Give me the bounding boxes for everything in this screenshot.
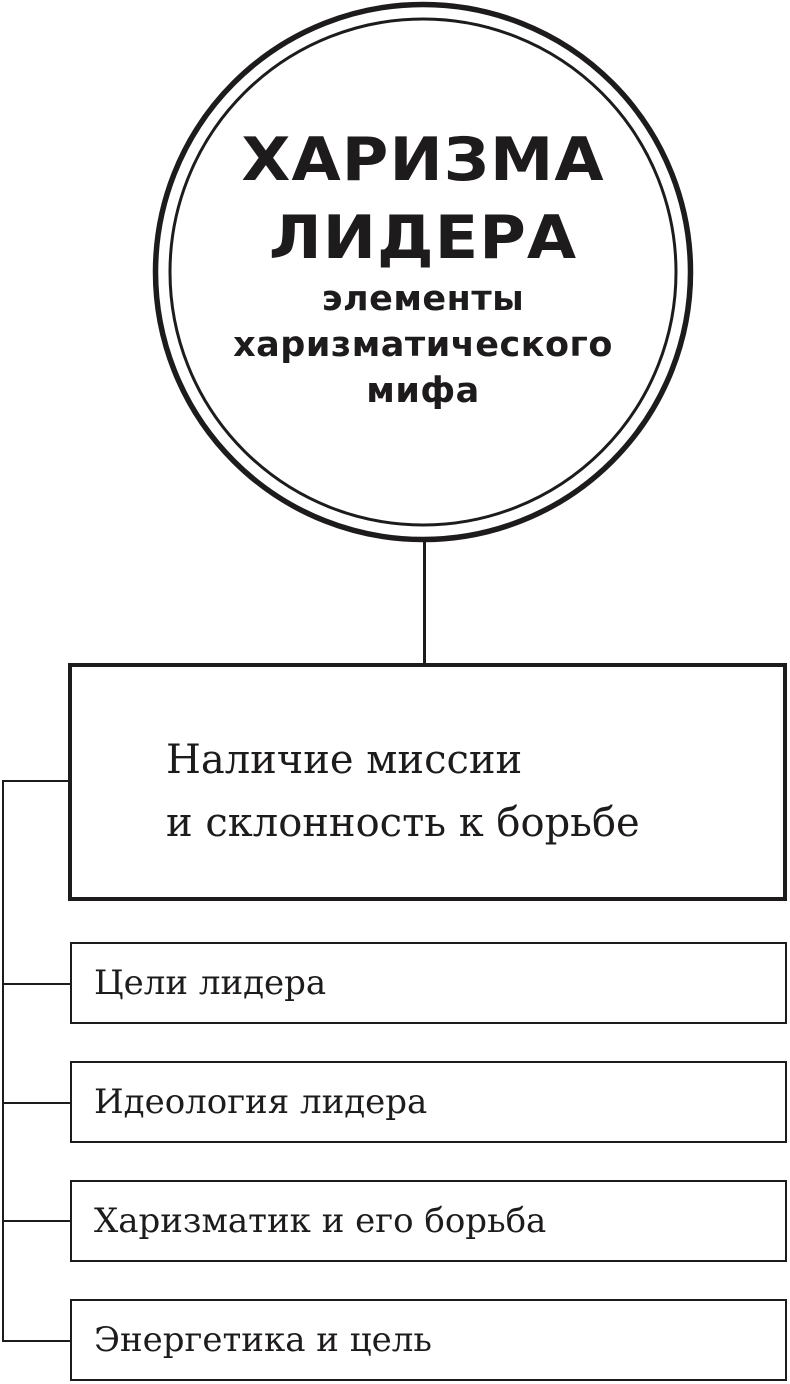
main-node-line-2: и склонность к борьбе	[166, 800, 640, 846]
bracket-to-child-1	[2, 983, 71, 985]
main-node-text: Наличие миссии и склонность к борьбе	[166, 729, 640, 855]
child-node-box: Цели лидера	[70, 942, 787, 1024]
child-node-box: Идеология лидера	[70, 1061, 787, 1143]
subtitle-line-3: мифа	[366, 371, 480, 411]
subtitle-line-1: элементы	[321, 279, 525, 319]
bracket-to-child-2	[2, 1102, 71, 1104]
title-line-1: ХАРИЗМА	[241, 125, 605, 195]
circle-to-box-connector	[423, 541, 426, 665]
outer-ring	[152, 1, 694, 543]
main-node-line-1: Наличие миссии	[166, 737, 523, 783]
bracket-to-child-4	[2, 1340, 71, 1342]
header-circle	[152, 1, 694, 543]
main-node-box: Наличие миссии и склонность к борьбе	[68, 663, 787, 901]
subtitle-line-2: харизматического	[233, 325, 613, 365]
child-node-label: Энергетика и цель	[94, 1320, 432, 1360]
child-node-box: Харизматик и его борьба	[70, 1180, 787, 1262]
inner-ring	[168, 17, 678, 527]
bracket-to-main-box	[2, 780, 69, 782]
bracket-vertical	[2, 780, 4, 1342]
child-node-box: Энергетика и цель	[70, 1299, 787, 1381]
child-node-label: Цели лидера	[94, 963, 327, 1003]
bracket-to-child-3	[2, 1220, 71, 1222]
title-line-2: ЛИДЕРА	[268, 203, 578, 273]
child-node-label: Харизматик и его борьба	[94, 1201, 547, 1241]
child-node-label: Идеология лидера	[94, 1082, 428, 1122]
